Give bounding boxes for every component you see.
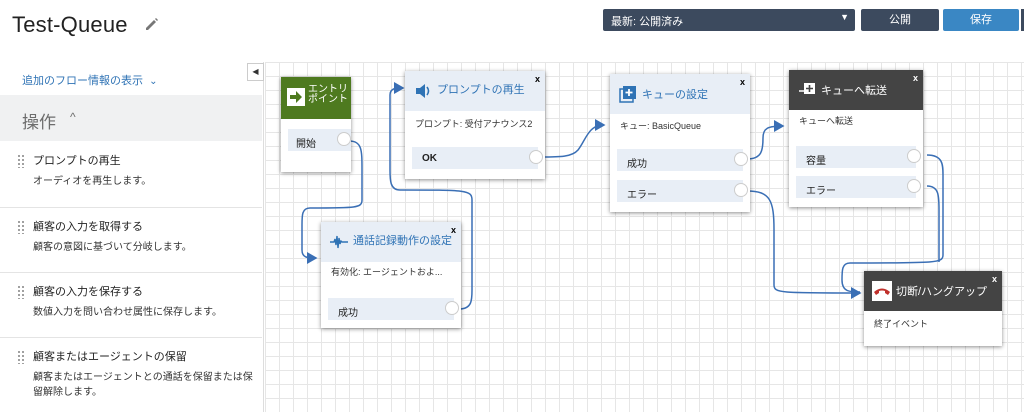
- block-detail: プロンプト: 受付アナウンス2: [415, 119, 533, 129]
- transfer-icon: [799, 83, 815, 94]
- connector-dot[interactable]: [445, 301, 459, 315]
- operations-section-header[interactable]: 操作 ^: [0, 95, 262, 141]
- entry-title: エントリポイント: [308, 84, 348, 105]
- operation-item-play-prompt[interactable]: プロンプトの再生 オーディオを再生します。: [0, 142, 262, 208]
- more-flow-info-link[interactable]: 追加のフロー情報の表示 ⌄: [22, 72, 157, 88]
- block-header: キューの設定 x: [610, 74, 750, 114]
- waveform-icon: [330, 235, 348, 249]
- drag-handle-icon[interactable]: [17, 220, 25, 234]
- chevron-down-icon: ⌄: [149, 76, 158, 87]
- close-icon[interactable]: x: [991, 274, 997, 284]
- publish-button[interactable]: 公開: [861, 9, 939, 31]
- flow-title: Test-Queue: [12, 12, 128, 37]
- close-icon[interactable]: x: [912, 73, 918, 83]
- version-select-label: 最新: 公開済み: [611, 16, 684, 28]
- block-entry-point[interactable]: エントリポイント 開始: [281, 77, 351, 172]
- port-ok[interactable]: OK: [412, 147, 543, 169]
- phone-hangup-icon: [872, 281, 892, 301]
- operation-name: 顧客またはエージェントの保留: [33, 351, 187, 363]
- operation-item-get-input[interactable]: 顧客の入力を取得する 顧客の意図に基づいて分岐します。: [0, 208, 262, 273]
- port-error[interactable]: エラー: [796, 176, 921, 198]
- block-header: 通話記録動作の設定 x: [321, 222, 461, 262]
- port-label: 開始: [296, 139, 316, 150]
- speaker-icon: [416, 84, 430, 98]
- drag-handle-icon[interactable]: [17, 154, 25, 168]
- drag-handle-icon[interactable]: [17, 350, 25, 364]
- close-icon[interactable]: x: [739, 77, 745, 87]
- pencil-icon[interactable]: [144, 16, 160, 32]
- save-dropdown-button[interactable]: [1021, 9, 1024, 31]
- close-icon[interactable]: x: [450, 225, 456, 235]
- more-flow-info-label: 追加のフロー情報の表示: [22, 75, 143, 87]
- arrow-right-icon: [287, 88, 305, 106]
- connector-dot[interactable]: [907, 179, 921, 193]
- port-label: 成功: [627, 159, 647, 170]
- save-button[interactable]: 保存: [943, 9, 1019, 31]
- block-detail: キューへ転送: [799, 116, 854, 126]
- operation-desc: 顧客の意図に基づいて分岐します。: [33, 242, 192, 253]
- block-title: キューへ転送: [821, 85, 887, 97]
- port-capacity[interactable]: 容量: [796, 146, 921, 168]
- port-label: エラー: [806, 186, 836, 197]
- block-transfer-to-queue[interactable]: キューへ転送 x キューへ転送 容量 エラー: [789, 70, 923, 207]
- block-title: 切断/ハングアップ: [896, 286, 988, 298]
- block-set-queue[interactable]: キューの設定 x キュー: BasicQueue 成功 エラー: [610, 74, 750, 212]
- drag-handle-icon[interactable]: [17, 285, 25, 299]
- port-success[interactable]: 成功: [617, 149, 748, 171]
- operation-name: 顧客の入力を保存する: [33, 286, 143, 298]
- port-start[interactable]: 開始: [288, 129, 351, 151]
- operation-desc: オーディオを再生します。: [33, 176, 152, 187]
- port-label: 成功: [338, 308, 358, 319]
- operation-desc: 顧客またはエージェントとの通話を保留または保留解除します。: [33, 372, 253, 398]
- block-title: プロンプトの再生: [437, 84, 525, 96]
- connector-dot[interactable]: [734, 152, 748, 166]
- block-header: 切断/ハングアップ x: [864, 271, 1002, 311]
- block-header: キューへ転送 x: [789, 70, 923, 110]
- block-detail: 終了イベント: [874, 319, 929, 329]
- operation-item-hold[interactable]: 顧客またはエージェントの保留 顧客またはエージェントとの通話を保留または保留解除…: [0, 338, 262, 412]
- port-label: 容量: [806, 156, 826, 167]
- port-label: OK: [422, 153, 437, 164]
- block-header: プロンプトの再生 x: [405, 71, 545, 111]
- operation-name: 顧客の入力を取得する: [33, 221, 143, 233]
- close-icon[interactable]: x: [534, 74, 540, 84]
- port-label: エラー: [627, 190, 657, 201]
- block-detail: キュー: BasicQueue: [620, 121, 702, 131]
- header: Test-Queue 最新: 公開済み ▼ 公開 保存: [0, 0, 1024, 52]
- connector-dot[interactable]: [734, 183, 748, 197]
- operation-name: プロンプトの再生: [33, 155, 121, 167]
- chevron-up-icon: ^: [70, 110, 76, 124]
- caret-down-icon: ▼: [840, 12, 849, 22]
- connector-dot[interactable]: [529, 150, 543, 164]
- port-error[interactable]: エラー: [617, 180, 748, 202]
- queue-icon: [619, 86, 636, 103]
- port-success[interactable]: 成功: [328, 298, 459, 320]
- block-disconnect[interactable]: 切断/ハングアップ x 終了イベント: [864, 271, 1002, 346]
- connector-dot[interactable]: [337, 132, 351, 146]
- block-detail: 有効化: エージェントおよ...: [331, 267, 443, 277]
- block-play-prompt[interactable]: プロンプトの再生 x プロンプト: 受付アナウンス2 OK: [405, 71, 545, 179]
- operation-item-store-input[interactable]: 顧客の入力を保存する 数値入力を問い合わせ属性に保存します。: [0, 273, 262, 338]
- version-select[interactable]: 最新: 公開済み ▼: [603, 9, 855, 31]
- block-set-call-recording[interactable]: 通話記録動作の設定 x 有効化: エージェントおよ... 成功: [321, 222, 461, 328]
- sidebar: 追加のフロー情報の表示 ⌄ 操作 ^ プロンプトの再生 オーディオを再生します。…: [0, 62, 264, 412]
- block-title: 通話記録動作の設定: [353, 235, 452, 247]
- operation-desc: 数値入力を問い合わせ属性に保存します。: [33, 307, 222, 318]
- operations-title: 操作: [22, 113, 56, 132]
- collapse-sidebar-button[interactable]: ◀: [247, 63, 264, 81]
- connector-dot[interactable]: [907, 149, 921, 163]
- entry-header: エントリポイント: [281, 77, 351, 119]
- block-title: キューの設定: [642, 89, 708, 101]
